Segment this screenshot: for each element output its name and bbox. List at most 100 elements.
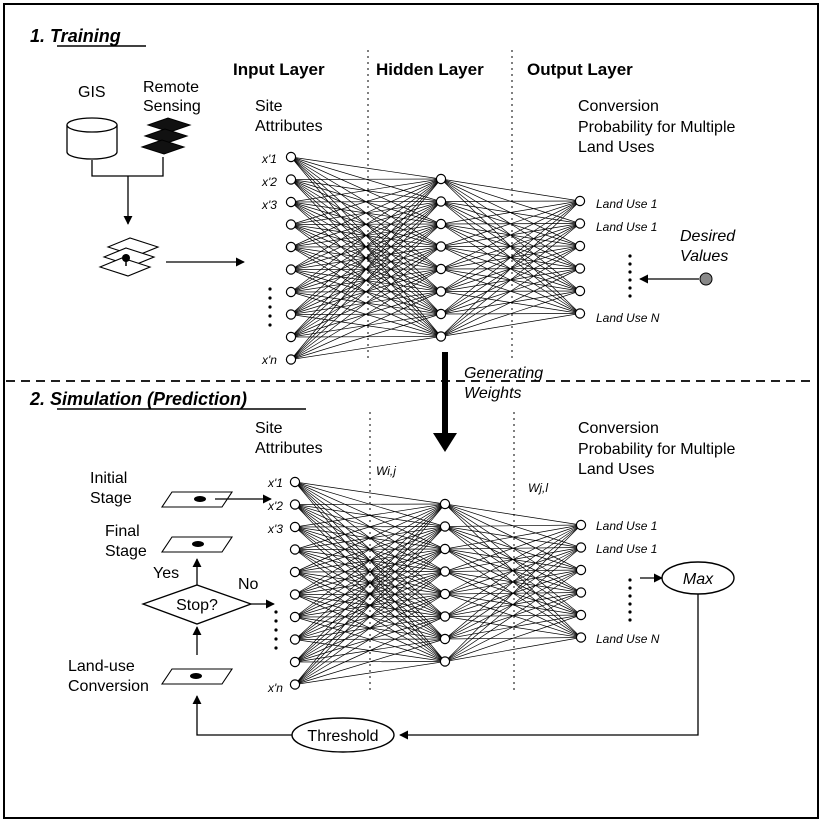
threshold-label: Threshold xyxy=(307,728,378,745)
hidden-output-edge xyxy=(440,268,581,337)
hidden-node xyxy=(435,173,447,185)
input-hidden-edge xyxy=(294,593,446,685)
hidden-output-edge xyxy=(440,223,581,337)
hidden-output-edge xyxy=(444,524,582,550)
input-ellipsis-bottom xyxy=(274,610,278,650)
hidden-output-edge xyxy=(440,313,581,337)
output-node xyxy=(575,632,587,643)
initial-stage-label: Stage xyxy=(90,490,132,507)
input-hidden-edge xyxy=(294,548,446,685)
input-hidden-edge xyxy=(290,313,442,360)
input-hidden-edge xyxy=(294,481,446,505)
hidden-node xyxy=(439,633,451,645)
generating-label: Generating xyxy=(464,365,543,382)
attributes-label-bottom: Attributes xyxy=(255,440,323,457)
input-hidden-edge xyxy=(290,178,442,180)
input-hidden-edge xyxy=(294,503,446,685)
input-node xyxy=(285,354,297,365)
conversion-label-top: Conversion xyxy=(578,98,659,115)
threshold-to-conversion-line xyxy=(192,695,292,736)
input-node xyxy=(285,286,297,298)
hidden-output-edge xyxy=(440,200,581,292)
network-edges xyxy=(290,156,581,360)
initial-stage-icon xyxy=(160,491,234,508)
input-node xyxy=(289,521,301,533)
input-node xyxy=(289,611,301,623)
input-hidden-edge xyxy=(290,178,442,203)
hidden-output-edge xyxy=(440,200,581,247)
final-stage-icon xyxy=(160,536,234,553)
input-node xyxy=(289,544,301,555)
generating-weights-arrow xyxy=(433,352,457,452)
output-node xyxy=(574,308,586,319)
input-hidden-edge xyxy=(290,178,442,338)
output-node xyxy=(575,564,587,576)
hidden-node xyxy=(439,656,451,667)
input-hidden-edge xyxy=(294,571,446,685)
desired-label: Desired xyxy=(680,228,736,245)
site-label-top: Site xyxy=(255,98,283,115)
hidden-node xyxy=(435,286,447,297)
input-hidden-edge xyxy=(294,503,446,550)
gis-label: GIS xyxy=(78,84,106,101)
initial-label: Initial xyxy=(90,470,127,487)
output-node xyxy=(575,609,587,621)
stop-decision-node xyxy=(141,584,253,625)
output-ellipsis-top xyxy=(628,254,632,298)
input-x3-bottom: x'3 xyxy=(267,522,283,536)
hidden-node xyxy=(435,196,447,207)
yes-label: Yes xyxy=(153,565,179,582)
input-node xyxy=(285,174,297,185)
stop-label: Stop? xyxy=(176,597,218,614)
input-hidden-edge xyxy=(294,526,446,685)
input-hidden-edge xyxy=(290,246,442,360)
input-node xyxy=(285,196,297,208)
hidden-output-edge xyxy=(440,178,581,202)
hidden-node xyxy=(435,263,447,275)
conversion-label-bottom: Conversion xyxy=(578,420,659,437)
input-x2-top: x'2 xyxy=(261,175,277,189)
landuse-label: Land-use xyxy=(68,658,135,675)
input-node xyxy=(285,241,297,253)
input-ellipsis-top xyxy=(268,287,272,327)
hidden-output-edge xyxy=(440,290,581,337)
hidden-node xyxy=(435,331,447,342)
attributes-label-top: Attributes xyxy=(255,118,323,135)
input-node xyxy=(285,309,297,320)
simulation-network xyxy=(289,476,587,690)
input-xn-top: x'n xyxy=(261,353,277,367)
hidden-output-edge xyxy=(440,200,581,202)
hidden-output-edge xyxy=(440,200,581,225)
hidden-output-edge xyxy=(444,524,582,617)
input-node xyxy=(285,219,297,230)
output-label-n-top: Land Use N xyxy=(596,311,660,325)
input-hidden-edge xyxy=(290,178,442,270)
probability-label-top: Probability for Multiple xyxy=(578,119,736,136)
final-stage-label: Stage xyxy=(105,543,147,560)
input-hidden-edge xyxy=(294,503,446,618)
database-icon xyxy=(66,117,118,160)
weight-wij-label: Wi,j xyxy=(376,464,396,478)
max-to-threshold-line xyxy=(399,594,699,740)
site-label-bottom: Site xyxy=(255,420,283,437)
input-node xyxy=(285,331,297,343)
hidden-node xyxy=(439,611,451,622)
input-hidden-edge xyxy=(290,268,442,360)
input-node xyxy=(289,499,301,510)
output-node xyxy=(574,195,586,207)
output-label-2-top: Land Use 1 xyxy=(596,220,657,234)
hidden-output-edge xyxy=(444,614,582,662)
input-hidden-edge xyxy=(294,503,446,640)
input-hidden-edge xyxy=(290,178,442,225)
landuse-conversion-icon xyxy=(160,668,234,685)
hidden-node xyxy=(439,588,451,600)
data-merge-line xyxy=(91,157,164,177)
output-label-1-top: Land Use 1 xyxy=(596,197,657,211)
input-x1-bottom: x'1 xyxy=(267,476,283,490)
no-label: No xyxy=(238,576,259,593)
network-nodes xyxy=(289,476,587,690)
hidden-node xyxy=(439,498,451,510)
input-node xyxy=(289,476,301,488)
input-layer-header: Input Layer xyxy=(233,60,325,79)
